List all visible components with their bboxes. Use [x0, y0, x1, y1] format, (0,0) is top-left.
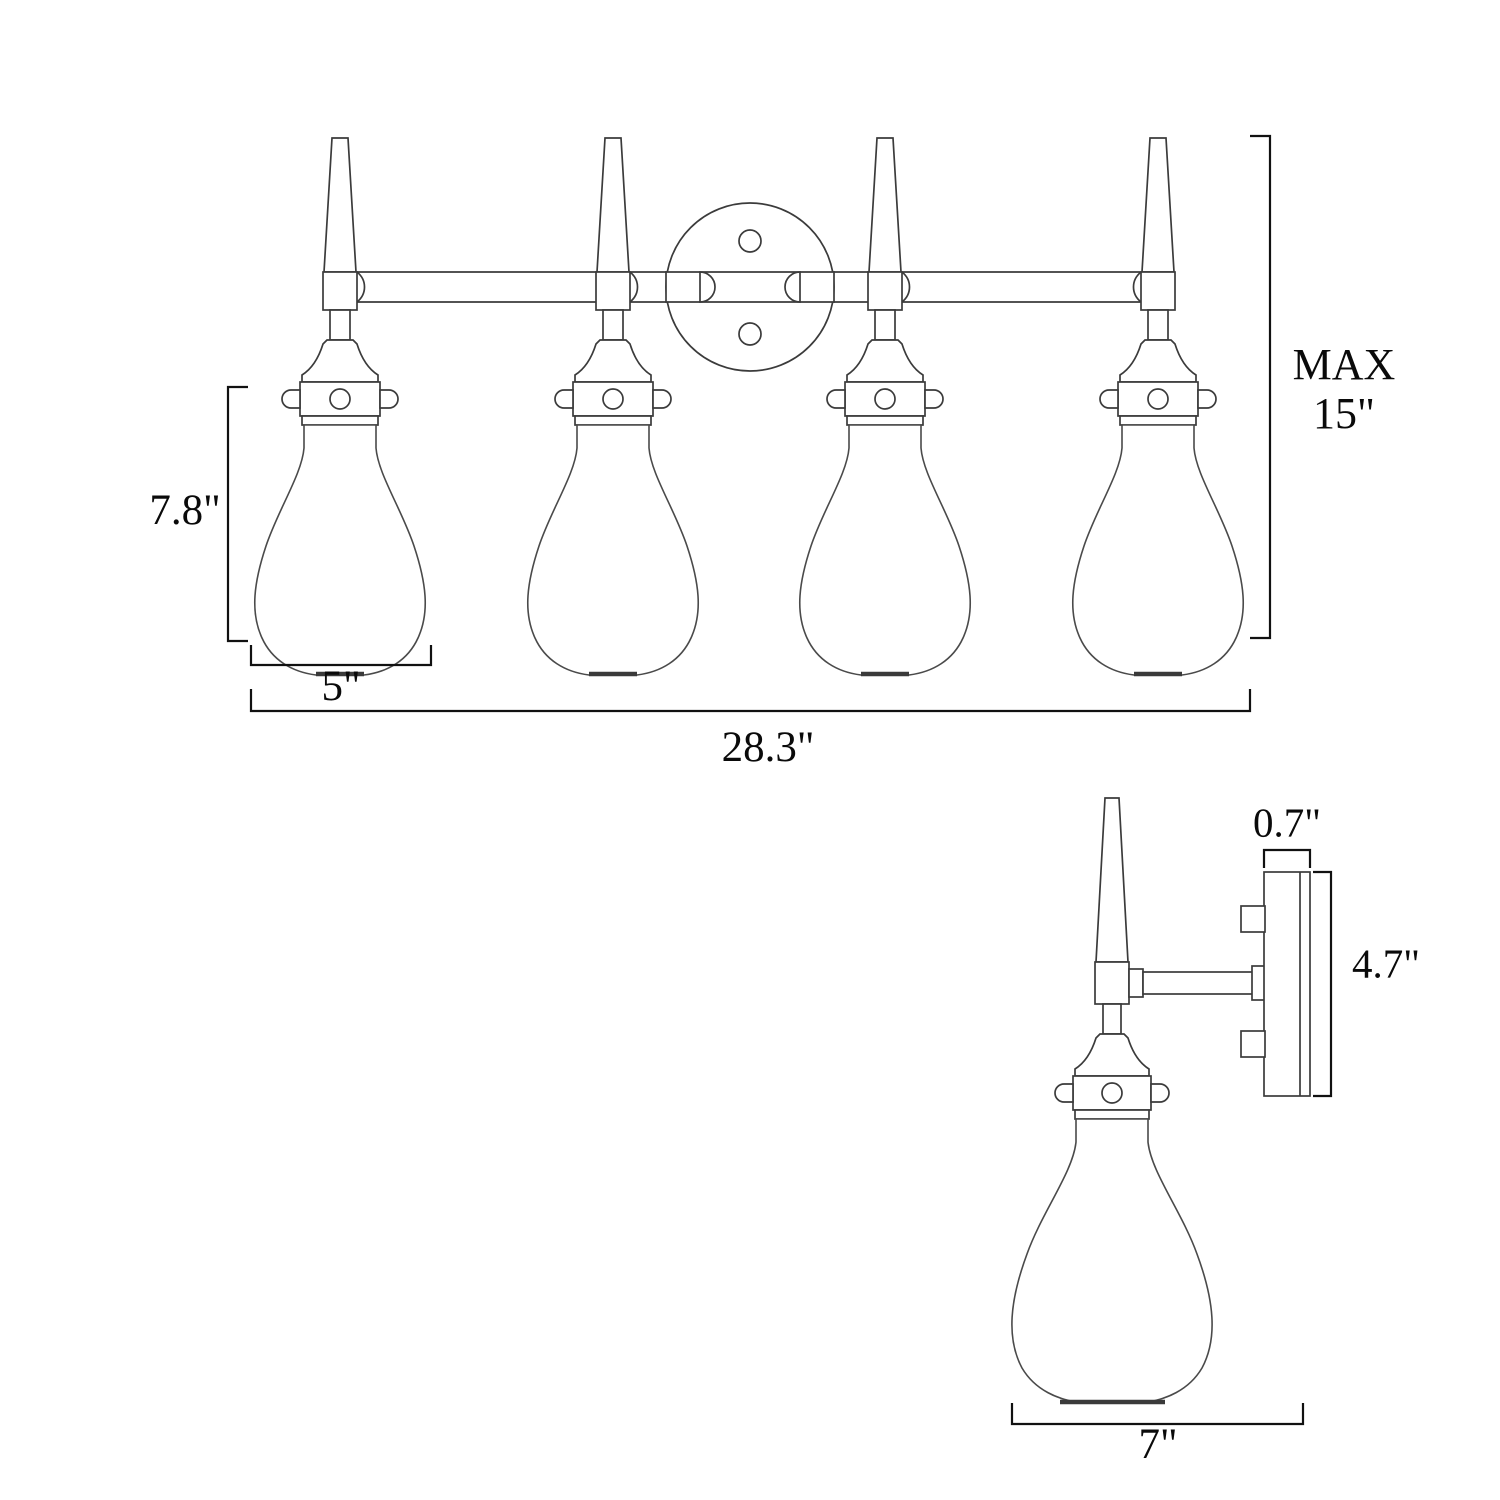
arm-collar-far — [1251, 965, 1266, 1001]
dimension-extension-depth: 7" — [1010, 1403, 1305, 1468]
side-elevation-view: 0.7" 4.7" 7" — [1010, 797, 1420, 1468]
side-neck-stem — [1102, 1003, 1122, 1035]
lamp-unit-4 — [1073, 138, 1243, 675]
canopy-mount-hole-bottom — [738, 322, 762, 346]
side-finial — [1095, 797, 1129, 963]
side-collar-lip — [1074, 1109, 1150, 1120]
crossbar-joints — [356, 271, 1142, 303]
dimension-shade-height: 7.8" — [149, 385, 248, 643]
side-collar-knob-left — [1054, 1083, 1074, 1103]
lamp-unit-1 — [255, 138, 425, 675]
backplate-tab-top — [1240, 905, 1266, 933]
dimension-label-shade-height: 7.8" — [149, 487, 220, 534]
dimension-label-overall-width: 28.3" — [722, 724, 815, 771]
wall-canopy — [665, 202, 835, 372]
dimension-overall-width: 28.3" — [249, 689, 1252, 771]
backplate-tab-bottom — [1240, 1030, 1266, 1058]
dimension-label-shade-width: 5" — [321, 663, 360, 710]
lamp-unit-3 — [800, 138, 970, 675]
side-joint-block — [1094, 961, 1130, 1005]
support-arm — [1142, 971, 1258, 995]
dimension-label-max-word: MAX — [1293, 340, 1396, 389]
dimension-label-extension-depth: 7" — [1138, 1421, 1177, 1468]
dimension-label-backplate-height: 4.7" — [1352, 940, 1420, 986]
arm-collar-near — [1128, 968, 1144, 998]
side-socket-bell — [1074, 1033, 1150, 1077]
dimension-shade-width: 5" — [249, 645, 433, 710]
dimension-backplate-thickness: 0.7" — [1253, 799, 1321, 868]
dimension-label-max-height: 15" — [1313, 389, 1375, 438]
dimension-max-height: MAX 15" — [1250, 134, 1396, 640]
side-glass-shade — [1011, 1118, 1213, 1404]
wall-backplate — [1263, 871, 1311, 1097]
dimension-label-backplate-thickness: 0.7" — [1253, 799, 1321, 845]
side-collar-screw — [1101, 1082, 1123, 1104]
lamp-unit-2 — [528, 138, 698, 675]
front-elevation-view: 7.8" 5" 28.3" MAX 15" — [149, 134, 1396, 771]
side-collar-knob-right — [1150, 1083, 1170, 1103]
canopy-mount-hole-top — [738, 229, 762, 253]
dimension-backplate-height: 4.7" — [1313, 870, 1420, 1098]
